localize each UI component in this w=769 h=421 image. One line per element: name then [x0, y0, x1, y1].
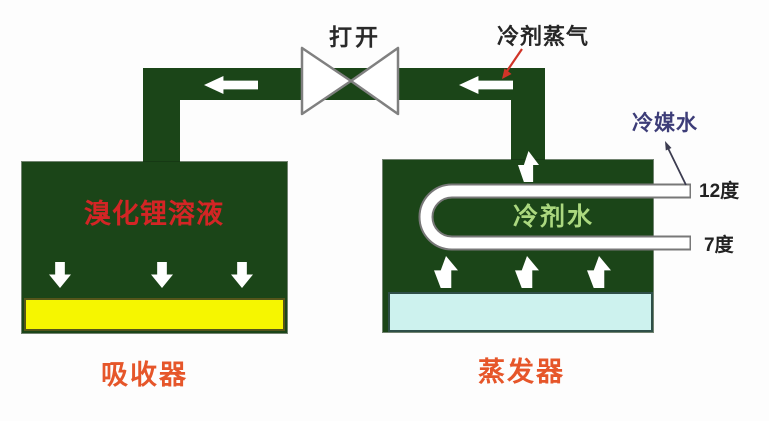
valve-icon [300, 46, 400, 116]
evaporator-riser-pipe [511, 97, 545, 163]
absorber-riser-pipe [143, 98, 180, 164]
flow-down-arrow-icon [151, 262, 173, 288]
chilled-water-label: 冷媒水 [632, 112, 698, 135]
absorber-caption: 吸收器 [101, 360, 188, 390]
chilled-water-outlet-temp-label: 12度 [699, 181, 740, 202]
absorber-liquid-pool [24, 298, 285, 331]
refrigerant-vapor-label: 冷剂蒸气 [497, 24, 590, 49]
evaporator-caption: 蒸发器 [478, 357, 565, 387]
evaporator-fluid-label: 冷剂水 [513, 203, 595, 231]
evaporator-liquid-pool [388, 292, 653, 332]
valve-open-label: 打开 [329, 24, 381, 50]
absorber-vessel [22, 162, 287, 333]
refrigerant-vapor-pointer-icon [502, 48, 523, 79]
absorber-solution-label: 溴化锂溶液 [84, 199, 224, 229]
flow-down-arrow-icon [49, 262, 71, 288]
chilled-water-u-tube-icon [418, 183, 691, 251]
chilled-water-inlet-temp-label: 7度 [704, 235, 734, 256]
chilled-water-pointer-icon [665, 141, 687, 186]
flow-down-arrow-icon [231, 262, 253, 288]
